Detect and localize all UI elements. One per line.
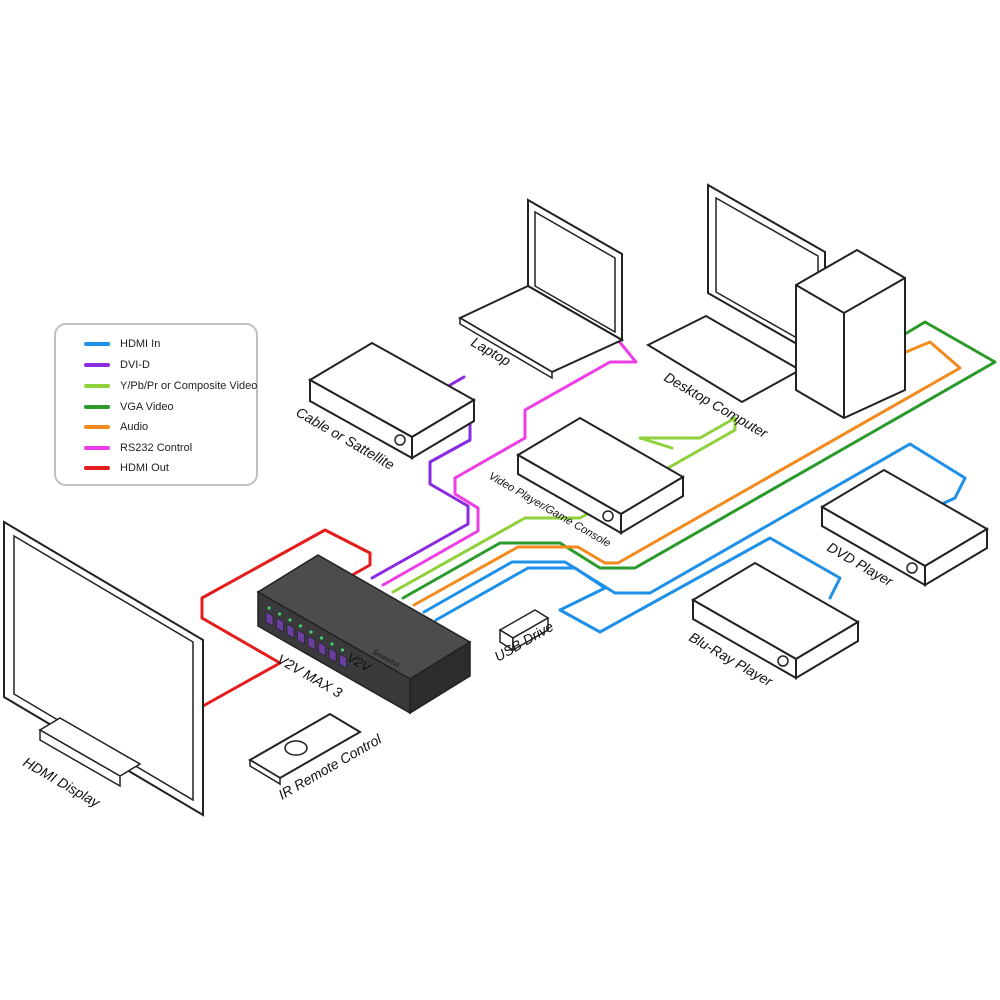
ir-remote <box>248 712 362 786</box>
legend-swatch <box>84 363 110 367</box>
switcher-led <box>309 630 313 634</box>
dvd-player <box>820 468 989 587</box>
legend-label: HDMI In <box>120 338 161 350</box>
legend-item-hdmi-out: HDMI Out <box>84 460 169 476</box>
legend-label: Y/Pb/Pr or Composite Video <box>120 380 258 392</box>
switcher-led <box>298 624 303 628</box>
switcher-input-button <box>297 629 305 645</box>
legend-item-dvi: DVI-D <box>84 357 150 373</box>
bluray-player <box>691 561 860 680</box>
switcher-led <box>340 648 345 652</box>
legend-label: VGA Video <box>120 401 174 413</box>
legend-label: RS232 Control <box>120 442 193 454</box>
legend-swatch <box>84 466 110 470</box>
switcher-led <box>267 606 271 610</box>
video-player <box>516 416 685 535</box>
switcher-led <box>288 618 292 622</box>
legend-swatch <box>84 425 110 429</box>
legend: HDMI In DVI-D Y/Pb/Pr or Composite Video… <box>54 323 258 486</box>
switcher-input-button <box>265 611 274 627</box>
legend-item-component: Y/Pb/Pr or Composite Video <box>84 378 257 394</box>
legend-label: HDMI Out <box>120 462 169 474</box>
legend-label: Audio <box>120 421 149 433</box>
legend-swatch <box>84 342 110 346</box>
switcher-led <box>277 612 282 616</box>
usb-drive <box>498 609 550 652</box>
cable-box <box>308 341 476 460</box>
switcher-led <box>319 636 324 640</box>
switcher-input-button <box>318 641 326 657</box>
cable-hdmi-out <box>200 528 372 708</box>
legend-label: DVI-D <box>120 359 150 371</box>
legend-item-audio: Audio <box>84 419 148 435</box>
legend-item-hdmi-in: HDMI In <box>84 336 160 352</box>
switcher-input-button <box>328 647 337 663</box>
switcher-input-button <box>276 617 284 633</box>
legend-swatch <box>84 446 110 450</box>
cable-rs232 <box>381 338 638 587</box>
cable-component <box>391 416 737 594</box>
desktop-computer <box>645 183 906 420</box>
switcher-input-button <box>286 623 295 639</box>
switcher-input-button <box>307 635 316 651</box>
legend-item-vga: VGA Video <box>84 399 174 415</box>
cable-hdmi-in-dvd <box>422 442 967 614</box>
switcher-led <box>330 642 334 646</box>
hdmi-display <box>3 520 204 817</box>
legend-swatch <box>84 384 110 388</box>
cable-audio <box>412 340 962 607</box>
switcher-buttons <box>265 606 347 669</box>
switcher-input-button <box>339 653 347 669</box>
cable-hdmi-in-bluray <box>434 536 842 634</box>
legend-item-rs232: RS232 Control <box>84 440 192 456</box>
legend-swatch <box>84 405 110 409</box>
laptop <box>457 198 625 380</box>
cable-vga <box>401 320 997 600</box>
